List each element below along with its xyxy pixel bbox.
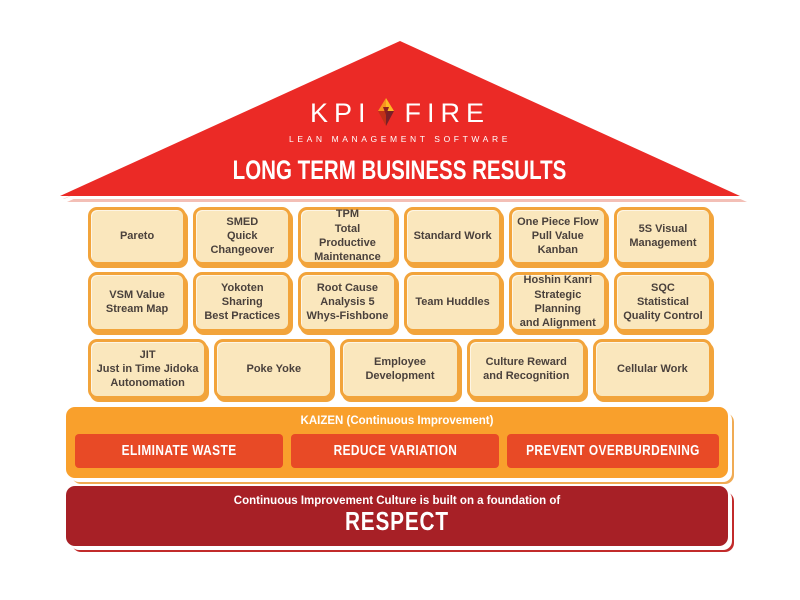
- tool-box-label: Standard Work: [413, 229, 492, 242]
- tool-box-label: Hoshin Kanri Strategic Planning and Alig…: [519, 274, 596, 330]
- tool-box-root-cause: Root Cause Analysis 5 Whys-Fishbone: [298, 272, 397, 332]
- tool-box-hoshin-kanri: Hoshin Kanri Strategic Planning and Alig…: [508, 272, 607, 332]
- tool-rows: Pareto SMED Quick Changeover TPM Total P…: [88, 207, 713, 399]
- tool-box-standard-work: Standard Work: [403, 207, 502, 265]
- tool-row-3: JIT Just in Time Jidoka Autonomation Pok…: [88, 339, 713, 399]
- tool-box-label: Poke Yoke: [246, 362, 302, 375]
- tool-box-employee-development: Employee Development: [340, 339, 460, 399]
- tool-box-one-piece-flow: One Piece Flow Pull Value Kanban: [508, 207, 607, 265]
- tool-box-tpm: TPM Total Productive Maintenance: [298, 207, 397, 265]
- tool-box-cellular-work: Cellular Work: [592, 339, 713, 399]
- tool-box-5s-visual: 5S Visual Management: [613, 207, 713, 265]
- prevent-overburdening-button: PREVENT OVERBURDENING: [507, 434, 720, 468]
- kaizen-band: KAIZEN (Continuous Improvement) ELIMINAT…: [66, 407, 728, 478]
- roof-content: KPI FIRE LEAN MANAGEMENT SOFTWARE LONG T…: [58, 38, 742, 200]
- tool-box-label: JIT Just in Time Jidoka Autonomation: [96, 348, 199, 390]
- tool-box-label: One Piece Flow Pull Value Kanban: [517, 215, 599, 257]
- kaizen-button-label: REDUCE VARIATION: [333, 443, 457, 459]
- tool-row-2: VSM Value Stream Map Yokoten Sharing Bes…: [88, 272, 713, 332]
- roof-title: LONG TERM BUSINESS RESULTS: [233, 155, 567, 185]
- tool-box-label: SQC Statistical Quality Control: [623, 281, 703, 323]
- tool-box-label: Root Cause Analysis 5 Whys-Fishbone: [306, 281, 389, 323]
- tool-box-jit: JIT Just in Time Jidoka Autonomation: [88, 339, 208, 399]
- tool-box-yokoten: Yokoten Sharing Best Practices: [193, 272, 292, 332]
- reduce-variation-button: REDUCE VARIATION: [291, 434, 500, 468]
- kaizen-button-label: PREVENT OVERBURDENING: [526, 443, 700, 459]
- tool-box-label: Employee Development: [365, 355, 435, 382]
- eliminate-waste-button: ELIMINATE WASTE: [75, 434, 284, 468]
- tool-box-label: TPM Total Productive Maintenance: [314, 208, 381, 264]
- tool-box-label: Team Huddles: [415, 295, 490, 308]
- kaizen-buttons: ELIMINATE WASTE REDUCE VARIATION PREVENT…: [66, 427, 728, 468]
- tool-box-label: VSM Value Stream Map: [105, 288, 169, 315]
- kaizen-label: KAIZEN (Continuous Improvement): [300, 415, 494, 427]
- tool-row-1: Pareto SMED Quick Changeover TPM Total P…: [88, 207, 713, 265]
- kpi-fire-logo: KPI FIRE: [310, 97, 490, 129]
- logo-subtitle: LEAN MANAGEMENT SOFTWARE: [289, 134, 511, 144]
- tool-box-poke-yoke: Poke Yoke: [214, 339, 334, 399]
- tool-box-label: 5S Visual Management: [629, 222, 697, 249]
- tool-box-culture-reward: Culture Reward and Recognition: [466, 339, 586, 399]
- tool-box-label: Pareto: [119, 229, 155, 242]
- tool-box-label: Culture Reward and Recognition: [483, 355, 570, 382]
- foundation-word: RESPECT: [345, 506, 449, 537]
- foundation-band: Continuous Improvement Culture is built …: [66, 486, 728, 546]
- tool-box-pareto: Pareto: [88, 207, 187, 265]
- foundation-line: Continuous Improvement Culture is built …: [233, 495, 561, 508]
- tool-box-team-huddles: Team Huddles: [403, 272, 502, 332]
- tool-box-sqc: SQC Statistical Quality Control: [613, 272, 713, 332]
- kaizen-button-label: ELIMINATE WASTE: [121, 443, 237, 459]
- tool-box-label: Cellular Work: [617, 362, 688, 375]
- flame-icon: [377, 98, 394, 126]
- tool-box-label: SMED Quick Changeover: [210, 215, 275, 257]
- roof: KPI FIRE LEAN MANAGEMENT SOFTWARE LONG T…: [58, 38, 742, 200]
- roof-triangle: [60, 41, 740, 196]
- tool-box-label: Yokoten Sharing Best Practices: [204, 281, 281, 323]
- tool-box-smed: SMED Quick Changeover: [193, 207, 292, 265]
- logo-text-kpi: KPI: [309, 97, 372, 128]
- logo-text-fire: FIRE: [404, 97, 491, 128]
- tool-box-vsm: VSM Value Stream Map: [88, 272, 187, 332]
